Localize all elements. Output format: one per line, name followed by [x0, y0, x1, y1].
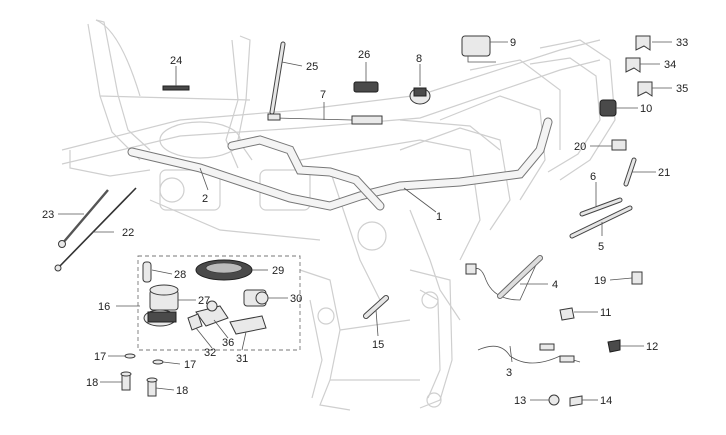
part-17-washer-left [124, 353, 136, 359]
part-23-cable-tie [58, 189, 109, 248]
callout-2: 2 [202, 193, 208, 205]
part-13-nut [548, 394, 560, 406]
part-32-holder [187, 313, 203, 331]
part-14-clip [569, 395, 583, 407]
callout-34: 34 [664, 59, 676, 71]
callout-35: 35 [676, 83, 688, 95]
callout-5: 5 [598, 241, 604, 253]
callout-labels: 1 2 3 4 5 6 7 8 9 10 11 12 13 14 15 16 1… [42, 37, 688, 407]
part-18-bolt-right [146, 377, 158, 397]
callout-26: 26 [358, 49, 370, 61]
part-20-tab [611, 139, 627, 151]
callout-21: 21 [658, 167, 670, 179]
part-27-ignition-switch [143, 284, 179, 327]
callout-24: 24 [170, 55, 182, 67]
part-34-clip [625, 57, 641, 73]
part-35-clip [637, 81, 653, 97]
part-28-key [142, 261, 152, 283]
callout-28: 28 [174, 269, 186, 281]
part-19-clip [631, 271, 643, 285]
callout-27: 27 [198, 295, 210, 307]
part-17-washer-right [152, 359, 164, 365]
frame-outline [61, 19, 616, 411]
part-4-harness [465, 255, 543, 301]
callout-9: 9 [510, 37, 516, 49]
part-10-block [599, 99, 617, 117]
part-15-strap [363, 295, 389, 319]
part-22-cable-tie [54, 187, 137, 272]
callout-19: 19 [594, 275, 606, 287]
callout-17-right: 17 [184, 359, 196, 371]
callout-16: 16 [98, 301, 110, 313]
callout-15: 15 [372, 339, 384, 351]
part-33-clip [635, 35, 651, 51]
part-9-relay [461, 35, 496, 63]
frame-tube-part [127, 117, 553, 211]
part-24-bolt [162, 85, 190, 91]
callout-7: 7 [320, 89, 326, 101]
part-25-rod [269, 41, 286, 115]
callout-12: 12 [646, 341, 658, 353]
leader-lines [58, 41, 672, 401]
callout-36: 36 [222, 337, 234, 349]
callout-6: 6 [590, 171, 596, 183]
part-12-clip [607, 339, 621, 353]
callout-18-right: 18 [176, 385, 188, 397]
callout-25: 25 [306, 61, 318, 73]
callout-22: 22 [122, 227, 134, 239]
callout-30: 30 [290, 293, 302, 305]
part-26-connector [353, 81, 379, 93]
callout-4: 4 [552, 279, 558, 291]
callout-20: 20 [574, 141, 586, 153]
part-29-fuel-cap [195, 259, 253, 281]
part-8-clip [409, 87, 431, 105]
callout-18-left: 18 [86, 377, 98, 389]
callout-31: 31 [236, 353, 248, 365]
callout-32: 32 [204, 347, 216, 359]
callout-11: 11 [600, 307, 611, 319]
callout-8: 8 [416, 53, 422, 65]
callout-29: 29 [272, 265, 284, 277]
part-7-cable [267, 113, 383, 125]
callout-33: 33 [676, 37, 688, 49]
part-36-bracket [195, 300, 229, 327]
callout-3: 3 [506, 367, 512, 379]
part-6-rod [579, 197, 623, 217]
part-21-strap [623, 157, 637, 187]
callout-1: 1 [436, 211, 442, 223]
lock-set-group [137, 255, 301, 351]
part-30-seat-lock [243, 289, 269, 307]
callout-10: 10 [640, 103, 652, 115]
callout-17-left: 17 [94, 351, 106, 363]
part-11-clip [559, 307, 575, 321]
callout-13: 13 [514, 395, 526, 407]
callout-23: 23 [42, 209, 54, 221]
part-18-bolt-left [120, 371, 132, 391]
part-31-plate [229, 315, 267, 335]
callout-14: 14 [600, 395, 612, 407]
part-5-rod [569, 205, 633, 239]
part-3-cable [477, 343, 581, 364]
